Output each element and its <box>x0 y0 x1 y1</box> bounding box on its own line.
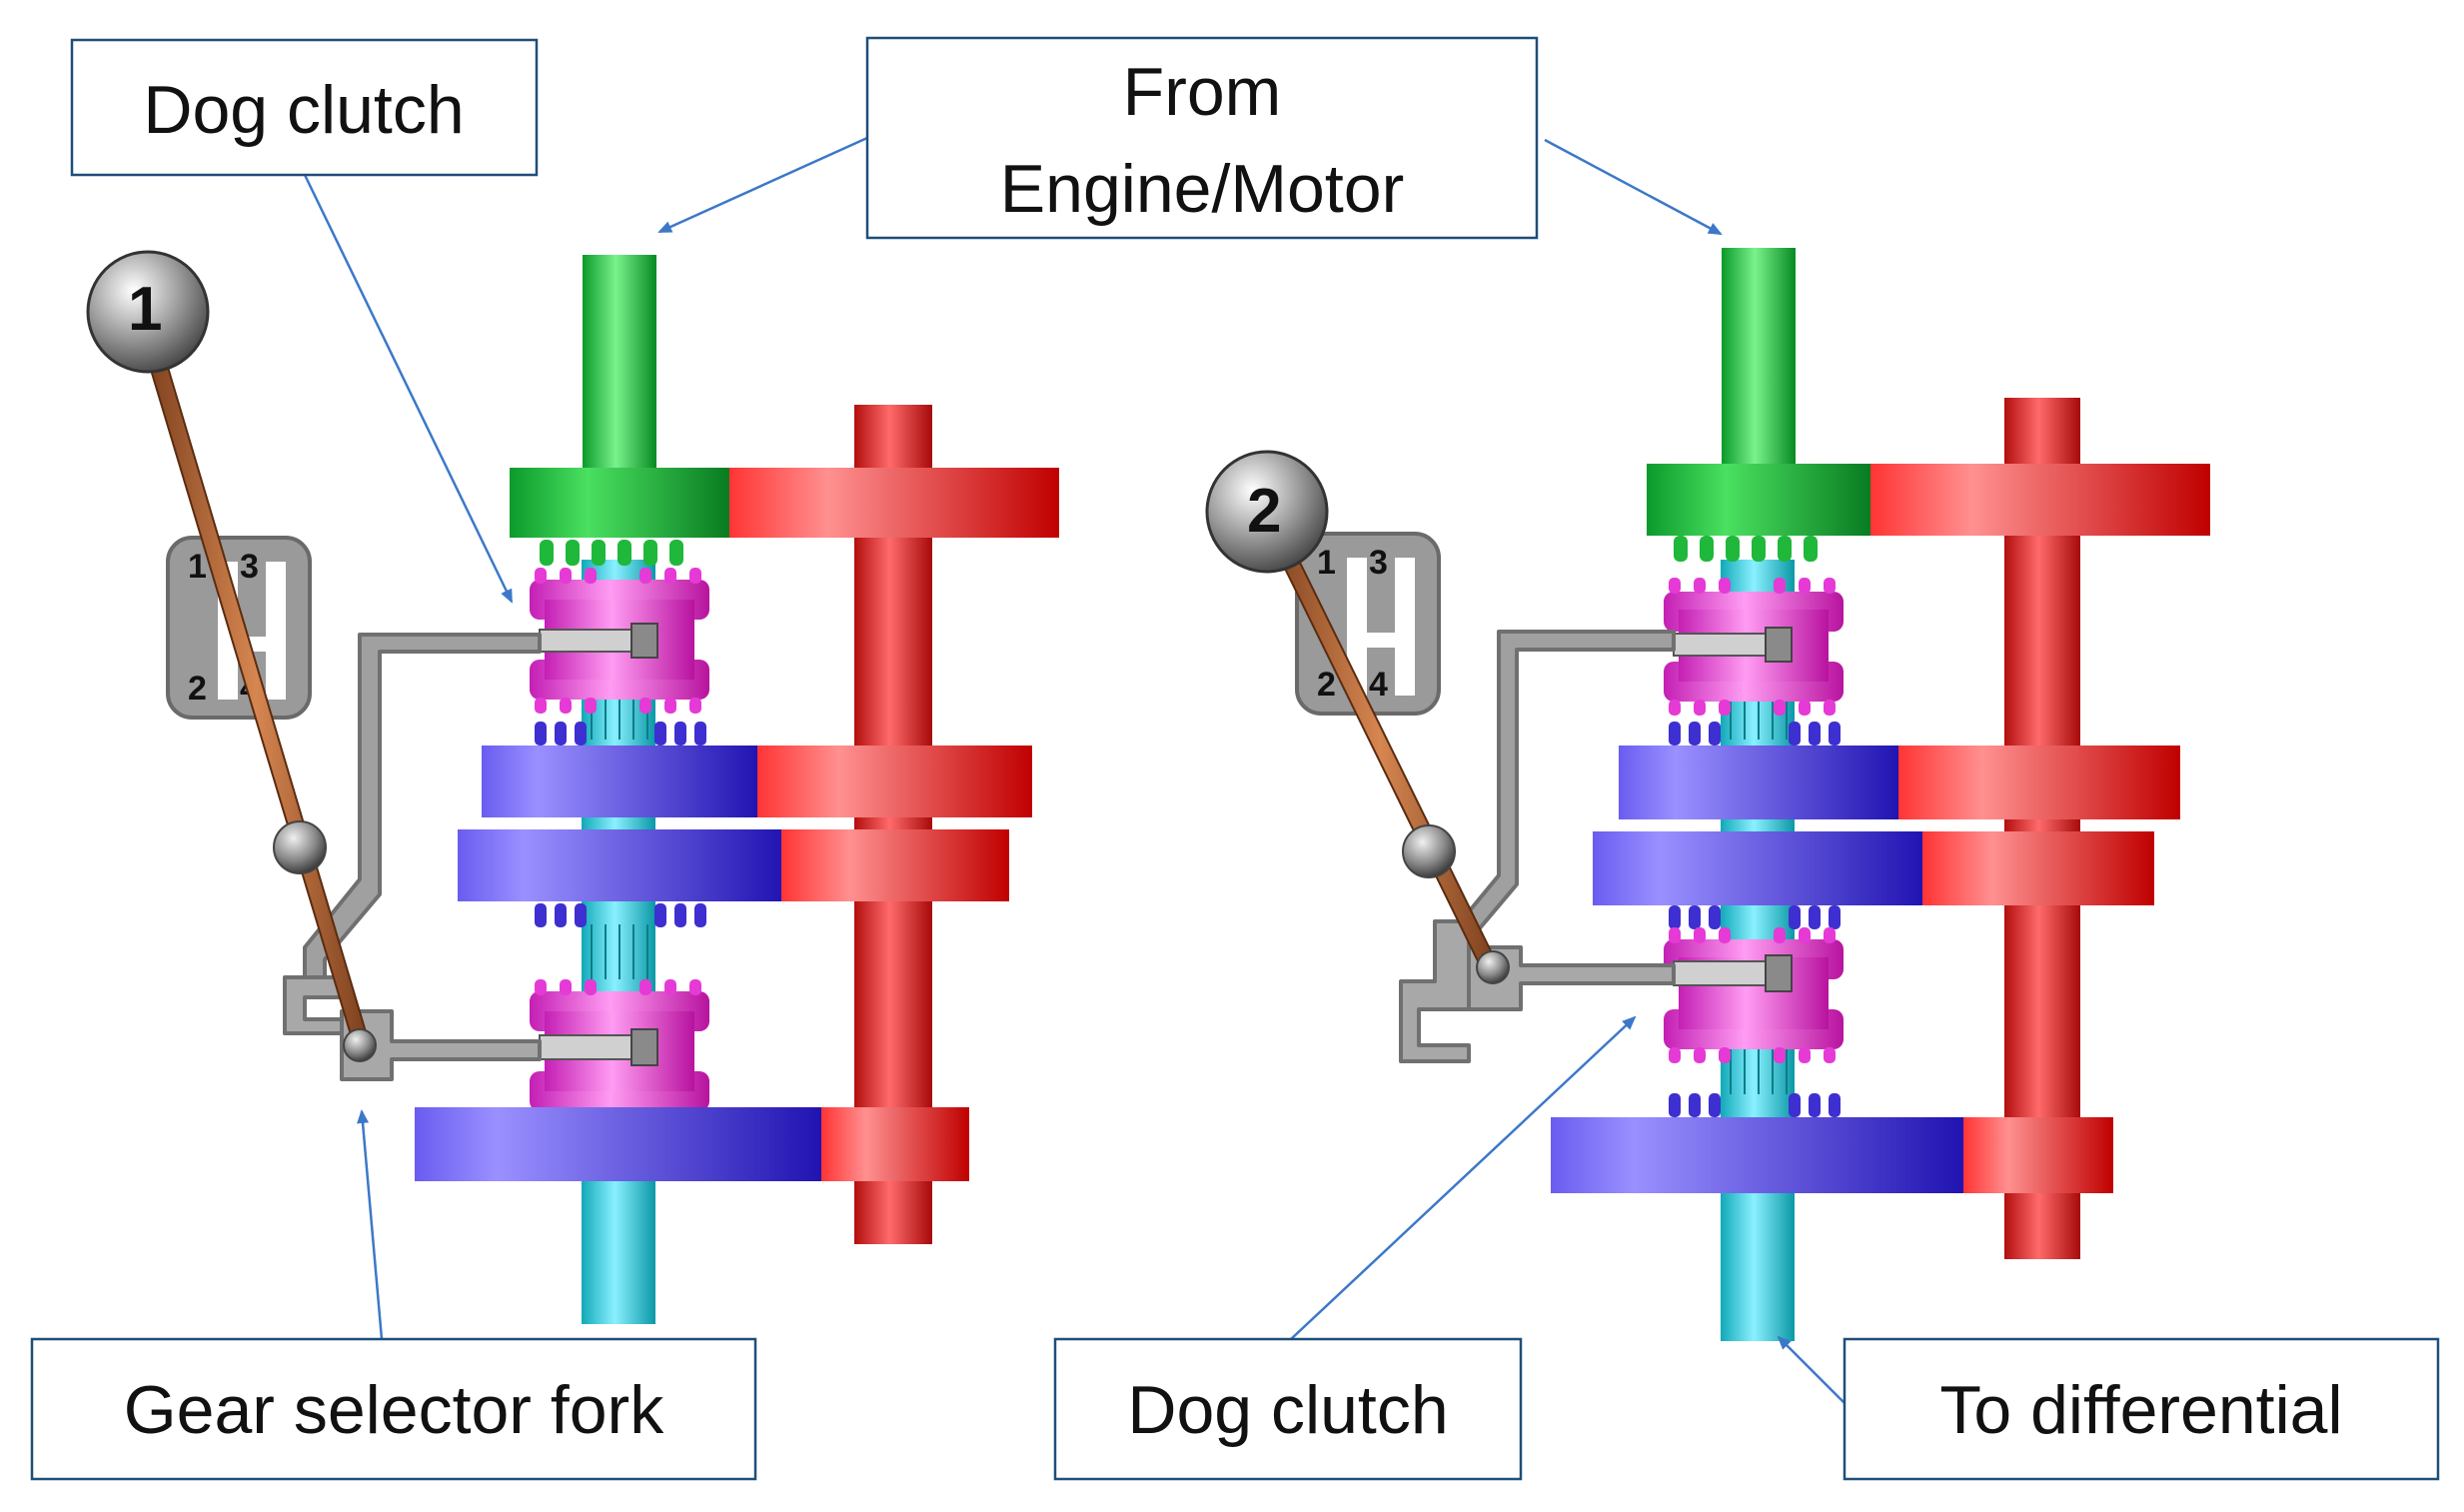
right-input-gear <box>1647 464 1872 536</box>
right-transmission: 1 3 2 4 2 <box>1205 248 2210 1341</box>
callout-engine-left <box>657 136 868 234</box>
left-gear-2 <box>482 746 761 817</box>
right-dog-clutch-upper <box>1664 578 1844 716</box>
left-counter-gear-3 <box>781 829 1009 901</box>
right-gate-label-3: 3 <box>1369 544 1388 582</box>
right-shift-gate: 1 3 2 4 <box>1295 532 1441 716</box>
callout-selector-fork <box>357 1109 384 1340</box>
callout-dog-clutch-top <box>303 174 514 604</box>
left-input-dog-teeth <box>540 540 683 566</box>
left-gear3-dog-teeth <box>535 903 706 927</box>
right-counter-gear-2 <box>1898 746 2180 819</box>
left-counter-gear-2 <box>757 746 1032 817</box>
right-countershaft <box>2004 398 2080 1259</box>
right-counter-gear-1 <box>1963 1117 2113 1193</box>
left-transmission: 1 3 2 4 1 <box>86 250 1059 1324</box>
label-dog-clutch-top: Dog clutch <box>70 38 539 177</box>
right-shaft-splines <box>1730 690 1788 1094</box>
to-differential-text: To differential <box>1939 1372 2342 1448</box>
callout-engine-right <box>1544 138 1723 236</box>
gear-selector-fork-text: Gear selector fork <box>124 1372 664 1448</box>
left-shift-knob[interactable] <box>86 250 210 374</box>
left-gate-label-3: 3 <box>240 548 259 586</box>
label-gear-selector-fork: Gear selector fork <box>30 1337 757 1481</box>
right-gate-label-4: 4 <box>1369 666 1388 704</box>
left-shaft-splines <box>591 690 648 979</box>
callout-lines <box>303 136 1846 1404</box>
dog-clutch-bottom-text: Dog clutch <box>1127 1372 1448 1448</box>
dog-clutch-top-text: Dog clutch <box>143 72 464 148</box>
left-input-shaft <box>583 255 656 475</box>
right-selector-fork <box>1399 630 1676 1063</box>
right-gear-2 <box>1619 746 1902 819</box>
left-gate-label-1: 1 <box>188 548 207 586</box>
left-gear2-dog-teeth <box>535 722 706 746</box>
from-engine-line2: Engine/Motor <box>1000 151 1404 227</box>
left-lever-end <box>343 1028 377 1062</box>
label-from-engine: From Engine/Motor <box>865 36 1539 240</box>
right-knob-label: 2 <box>1247 477 1281 546</box>
right-input-dog-teeth <box>1674 536 1818 562</box>
right-dog-clutch-lower <box>1664 927 1844 1063</box>
right-gear-1 <box>1551 1117 1966 1193</box>
label-to-differential: To differential <box>1843 1337 2440 1481</box>
left-dog-clutch-upper <box>530 568 709 714</box>
right-lever-end <box>1476 950 1510 984</box>
callout-differential <box>1777 1335 1846 1404</box>
right-gear3-dog-teeth <box>1669 905 1841 929</box>
left-lever-pivot <box>273 820 327 874</box>
left-counter-gear-top <box>729 468 1059 538</box>
right-counter-gear-3 <box>1922 831 2154 905</box>
right-shift-knob[interactable] <box>1205 450 1329 574</box>
label-dog-clutch-bottom: Dog clutch <box>1053 1337 1523 1481</box>
from-engine-line1: From <box>1123 54 1282 130</box>
right-gate-label-1: 1 <box>1317 544 1336 582</box>
left-gate-label-2: 2 <box>188 670 207 708</box>
right-gate-label-2: 2 <box>1317 666 1336 704</box>
left-gear-3 <box>458 829 787 901</box>
right-gear1-dog-teeth <box>1669 1093 1841 1117</box>
left-counter-gear-1 <box>821 1107 969 1181</box>
callout-dog-clutch-bottom <box>1290 1015 1637 1340</box>
left-countershaft <box>854 405 932 1244</box>
right-lever-pivot <box>1402 824 1456 878</box>
right-counter-gear-top <box>1870 464 2210 536</box>
left-gear-1 <box>415 1107 824 1181</box>
left-shift-gate: 1 3 2 4 <box>166 536 312 720</box>
right-gear2-dog-teeth <box>1669 722 1841 746</box>
left-dog-clutch-lower <box>530 979 709 1125</box>
left-input-gear <box>510 468 731 538</box>
left-knob-label: 1 <box>128 275 162 344</box>
right-input-shaft <box>1722 248 1796 470</box>
right-gear-3 <box>1593 831 1926 905</box>
